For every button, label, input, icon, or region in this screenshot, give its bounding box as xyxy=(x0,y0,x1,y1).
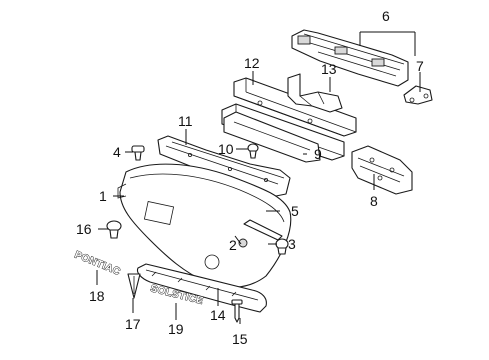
callout-numbers: 1 2 3 4 5 6 7 8 9 10 11 12 13 14 15 16 1… xyxy=(76,8,424,347)
callout-11: 11 xyxy=(178,113,193,129)
callout-1: 1 xyxy=(99,188,107,204)
part-17-arrowhead-emblem xyxy=(127,273,141,299)
callout-19: 19 xyxy=(168,321,184,337)
part-16-push-pin xyxy=(106,220,122,239)
part-9-panel xyxy=(223,111,321,163)
callout-13: 13 xyxy=(321,61,337,77)
part-1-bumper-fascia xyxy=(117,163,292,288)
part-10-push-pin xyxy=(247,143,259,159)
callout-2: 2 xyxy=(229,237,237,253)
callout-8: 8 xyxy=(370,193,378,209)
part-6-impact-bar xyxy=(291,29,409,87)
part-13-bracket xyxy=(287,73,343,113)
part-15-screw xyxy=(231,299,243,323)
part-7-bracket xyxy=(403,85,433,105)
callout-9: 9 xyxy=(314,146,322,162)
callout-14: 14 xyxy=(210,307,226,323)
callout-16: 16 xyxy=(76,221,92,237)
callout-12: 12 xyxy=(244,55,260,71)
callout-5: 5 xyxy=(291,203,299,219)
part-8-mount-bracket xyxy=(351,145,413,195)
callout-7: 7 xyxy=(416,58,424,74)
part-5-reflector xyxy=(243,219,283,241)
callout-4: 4 xyxy=(113,144,121,160)
part-4-push-pin xyxy=(131,145,145,161)
callout-17: 17 xyxy=(125,316,141,332)
callout-6: 6 xyxy=(382,8,390,24)
leader-lines xyxy=(96,31,421,324)
callout-10: 10 xyxy=(218,141,234,157)
callout-3: 3 xyxy=(288,236,296,252)
callout-15: 15 xyxy=(232,331,248,347)
callout-18: 18 xyxy=(89,288,105,304)
